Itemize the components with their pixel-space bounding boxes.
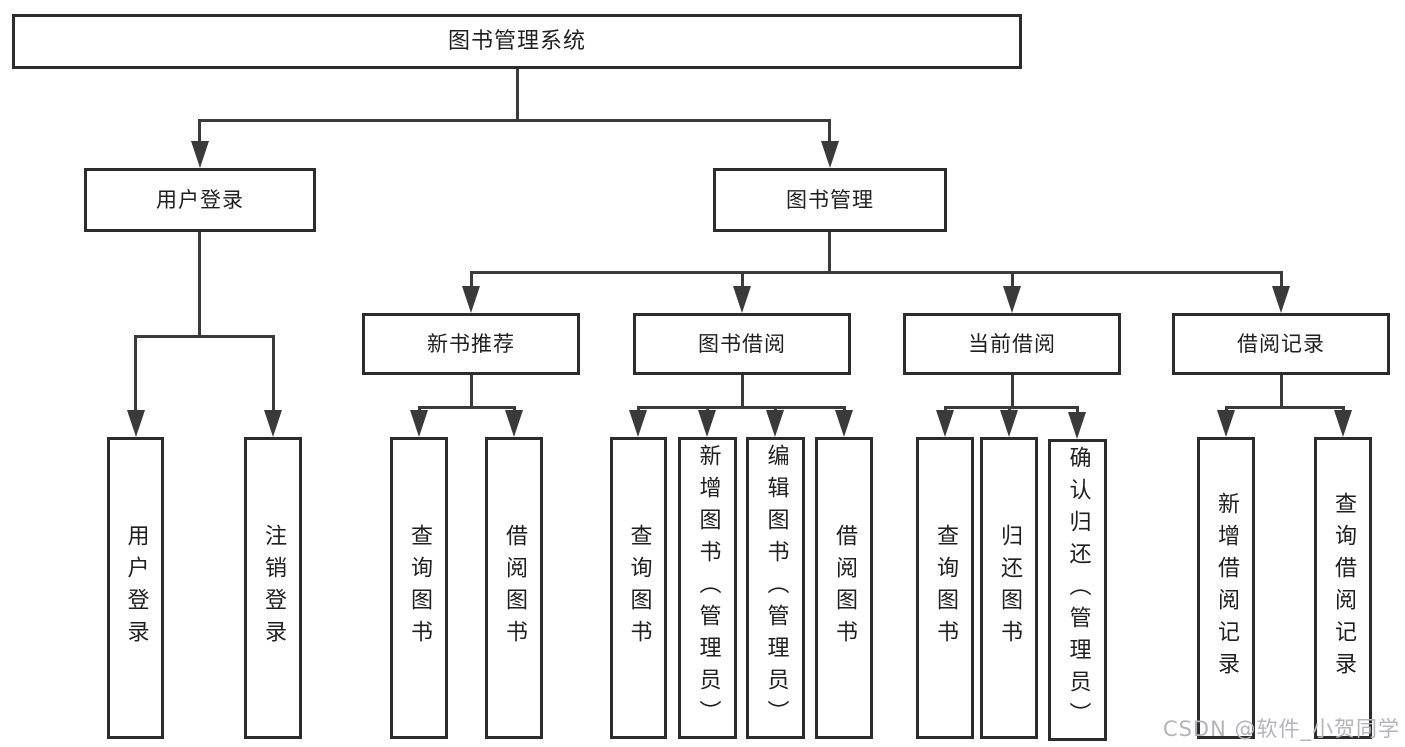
arrow-down-icon [733,286,751,313]
arrow-down-icon [821,141,839,168]
arrow-down-icon [936,410,954,437]
node-label: 用户登录 [156,187,244,212]
arrow-down-icon [462,286,480,313]
node-label: 借阅图书 [502,524,527,652]
arrow-down-icon [698,410,716,437]
leaf-records-query-borrow-record: 查询借阅记录 [1314,437,1372,739]
connector-line [470,271,1282,274]
arrow-down-icon [1334,410,1352,437]
connector-line [198,119,201,145]
node-label: 查询图书 [407,524,432,652]
leaf-logout-login: 注销登录 [244,437,302,739]
connector-line [1011,271,1014,291]
leaf-recommend-query-books: 查询图书 [390,437,448,739]
leaf-current-query-books: 查询图书 [916,437,974,739]
connector-line [638,406,845,409]
node-library-system: 图书管理系统 [12,14,1022,69]
leaf-records-add-borrow-record: 新增借阅记录 [1197,437,1255,739]
node-new-book-recommend: 新书推荐 [362,313,580,375]
arrow-down-icon [410,410,428,437]
connector-line [419,406,516,409]
leaf-borrowing-query-books: 查询图书 [610,437,667,739]
connector-line [470,375,473,408]
node-label: 注销登录 [261,524,286,652]
node-label: 编辑图书（管理员） [763,444,789,732]
connector-line [741,375,744,408]
node-label: 查询图书 [626,524,652,652]
node-label: 归还图书 [997,524,1022,652]
connector-line [198,119,831,122]
arrow-down-icon [505,410,523,437]
leaf-current-confirm-return-admin: 确认归还（管理员） [1048,439,1107,741]
connector-line [741,271,744,291]
connector-line [1011,375,1014,408]
leaf-borrowing-borrow-books: 借阅图书 [815,437,873,739]
node-label: 新书推荐 [427,331,515,356]
node-label: 确认归还（管理员） [1065,446,1091,734]
connector-line [470,271,473,291]
node-label: 查询借阅记录 [1331,492,1356,684]
node-current-borrowing: 当前借阅 [903,313,1121,375]
arrow-down-icon [127,410,145,437]
node-label: 图书借阅 [698,331,786,356]
csdn-watermark: CSDN @软件_小贺同学 [1162,717,1400,741]
node-label: 借阅图书 [832,524,857,652]
arrow-down-icon [1068,412,1086,439]
arrow-down-icon [1000,410,1018,437]
leaf-borrowing-add-books-admin: 新增图书（管理员） [678,437,737,739]
arrow-down-icon [766,410,784,437]
connector-line [272,335,275,413]
node-label: 新增图书（管理员） [695,444,721,732]
connector-line [134,335,275,338]
connector-line [1076,406,1079,415]
leaf-current-return-books: 归还图书 [980,437,1038,739]
connector-line [1280,271,1283,291]
arrow-down-icon [1003,286,1021,313]
node-label: 图书管理 [786,187,874,212]
arrow-down-icon [1272,286,1290,313]
node-book-borrowing: 图书借阅 [633,313,851,375]
node-label: 当前借阅 [968,331,1056,356]
node-borrow-records: 借阅记录 [1172,313,1390,375]
connector-line [944,406,1078,409]
arrow-down-icon [1217,410,1235,437]
leaf-user-login: 用户登录 [107,437,164,739]
node-label: 图书管理系统 [447,28,586,54]
connector-line [516,69,519,122]
node-label: 用户登录 [123,524,149,652]
connector-line [134,335,137,413]
connector-line [1226,406,1344,409]
connector-line [198,232,201,338]
node-book-management: 图书管理 [713,168,947,232]
arrow-down-icon [191,141,209,168]
connector-line [828,119,831,145]
leaf-borrowing-edit-books-admin: 编辑图书（管理员） [746,437,805,739]
node-label: 新增借阅记录 [1214,492,1239,684]
leaf-recommend-borrow-books: 借阅图书 [485,437,543,739]
connector-line [828,232,831,273]
node-label: 查询图书 [933,524,958,652]
arrow-down-icon [835,410,853,437]
connector-line [1280,375,1283,408]
node-user-login: 用户登录 [84,168,316,232]
arrow-down-icon [629,410,647,437]
node-label: 借阅记录 [1237,331,1325,356]
arrow-down-icon [264,410,282,437]
